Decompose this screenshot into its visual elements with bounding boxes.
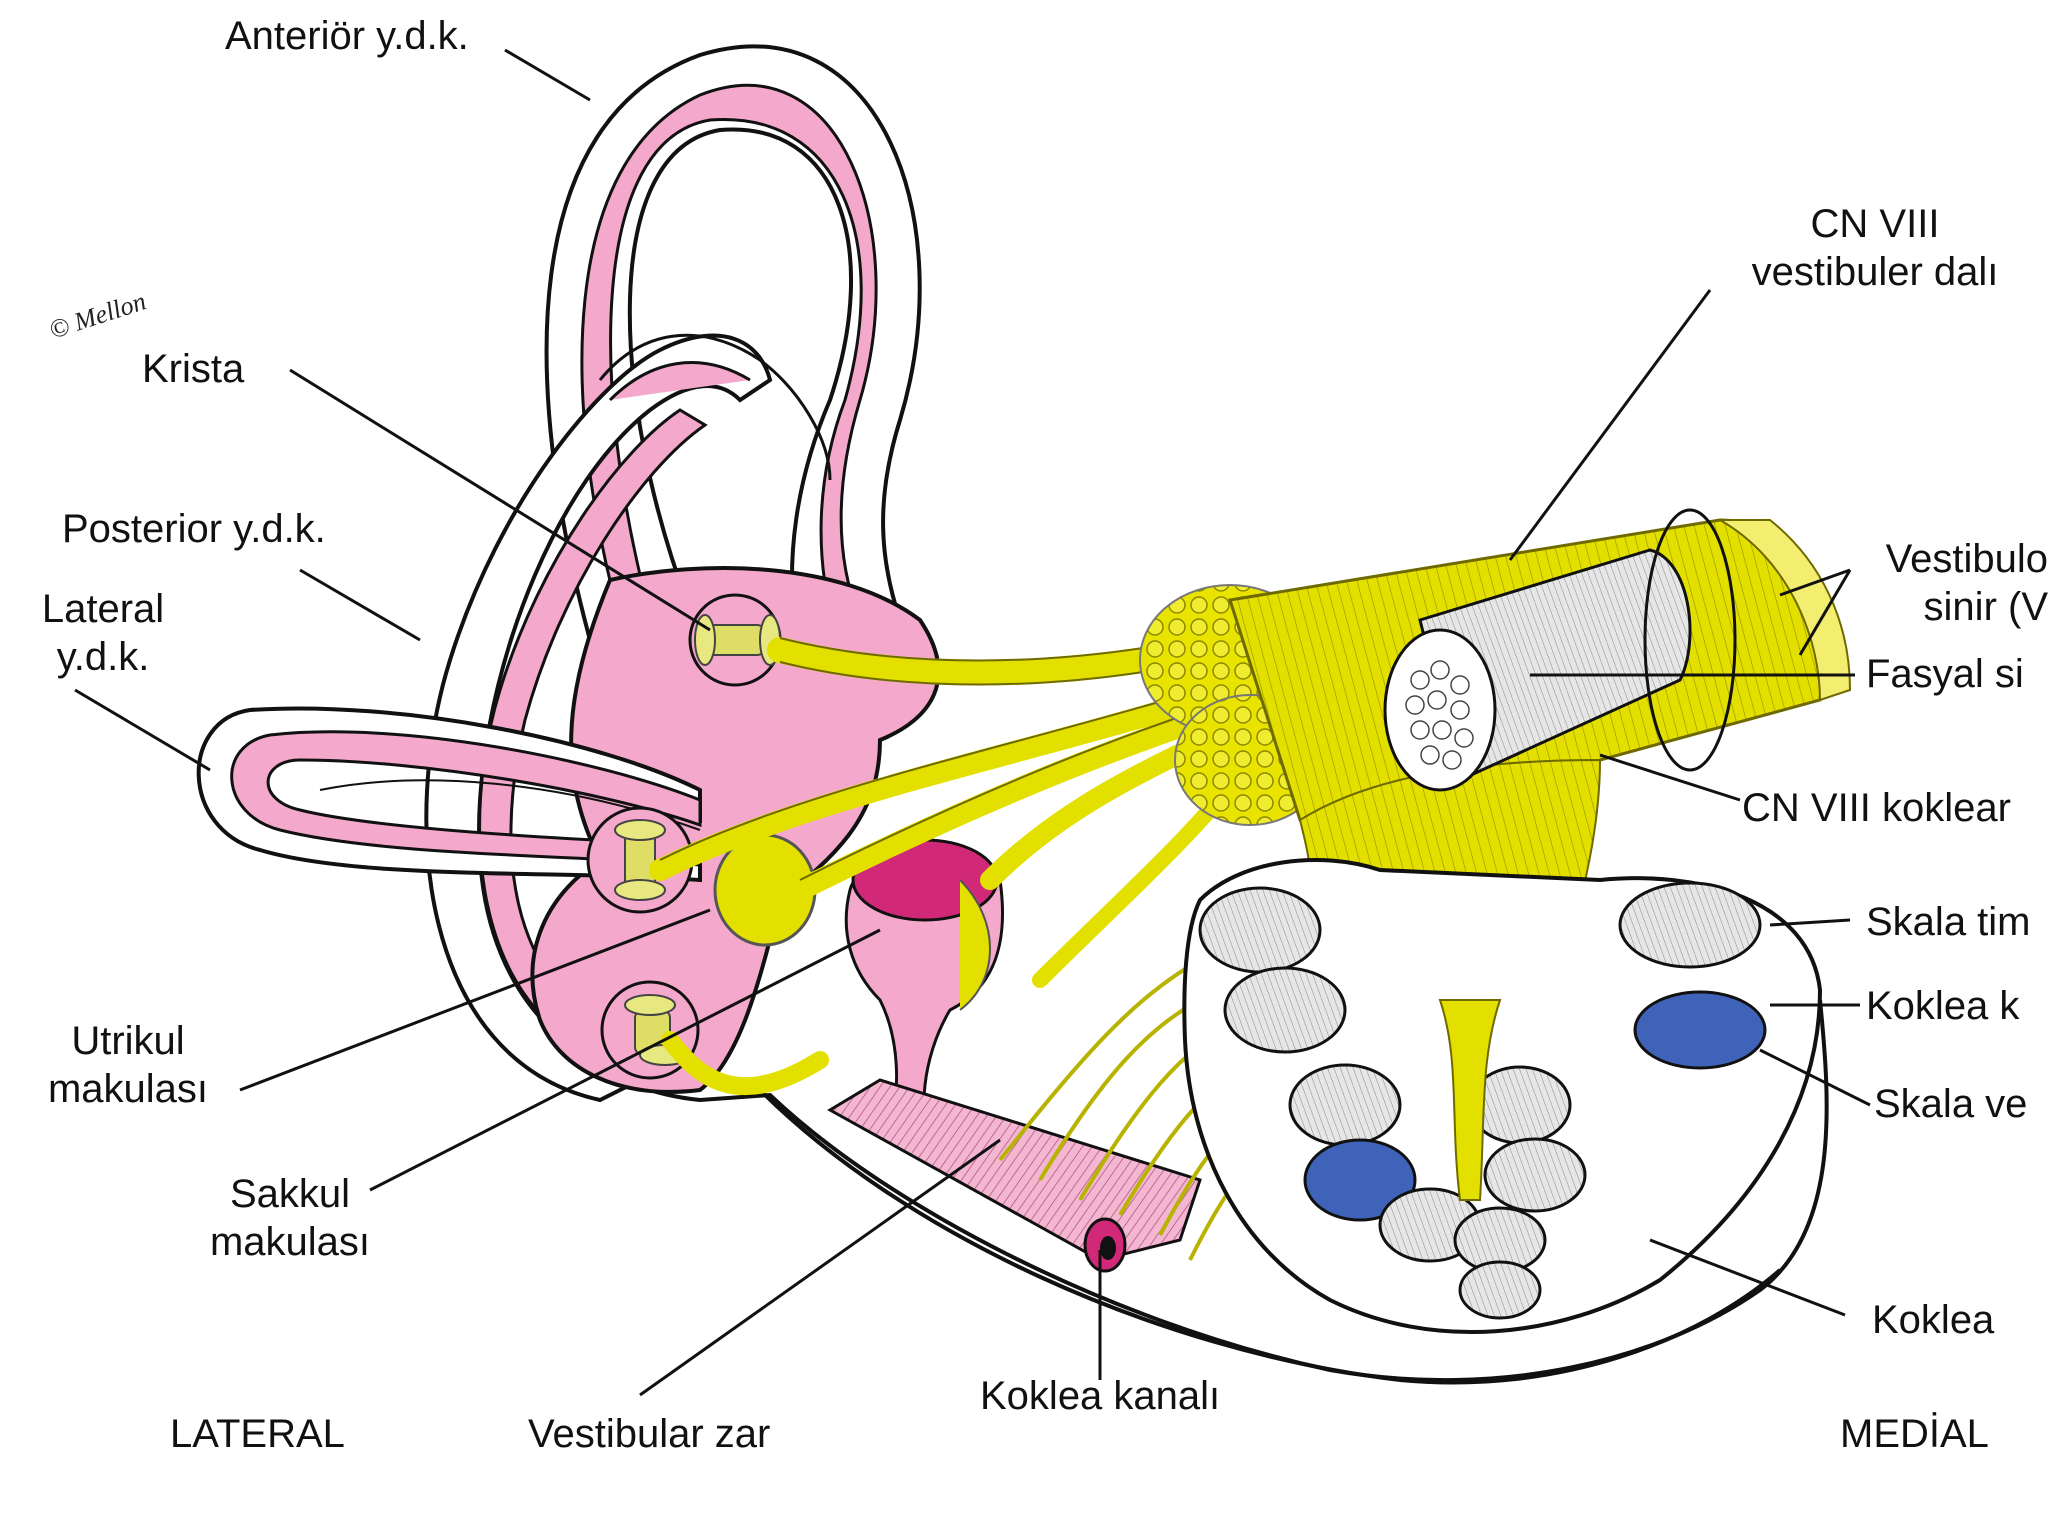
cochlear-duct [827, 1078, 1202, 1262]
nerve-outline [659, 637, 1201, 881]
label-posterior-canal: Posterior y.d.k. [62, 507, 326, 551]
cochlea-turns [1198, 881, 1767, 1320]
label-scala-vestibuli: Skala ve [1874, 1082, 2028, 1126]
internal-meatus-ring [1643, 508, 1737, 772]
crista-posterior [624, 994, 691, 1066]
modiolus [1438, 999, 1502, 1201]
label-lateral-direction: LATERAL [170, 1412, 345, 1456]
facial-nerve-end [1383, 628, 1497, 792]
label-medial-direction: MEDİAL [1840, 1412, 1989, 1456]
crista-anterior [694, 614, 781, 666]
crista-lateral [614, 819, 666, 901]
label-cn8-cochlear: CN VIII koklear [1742, 786, 2011, 830]
label-facial-nerve: Fasyal si [1866, 652, 2024, 696]
label-anterior-canal: Anteriör y.d.k. [225, 14, 469, 58]
label-scala-tympani: Skala tim [1866, 900, 2031, 944]
label-cochlea: Koklea [1872, 1298, 1995, 1342]
label-cochlear-duct: Koklea kanalı [980, 1374, 1221, 1418]
label-cochlear-duct-2: Koklea k [1866, 984, 2020, 1028]
leader-lines [74, 48, 1871, 1397]
label-vestibular-membrane: Vestibular zar [528, 1412, 771, 1456]
lateral-canal-pink [230, 730, 702, 867]
cochlea-lower-curve [758, 1088, 1782, 1385]
label-krista: Krista [142, 347, 245, 391]
